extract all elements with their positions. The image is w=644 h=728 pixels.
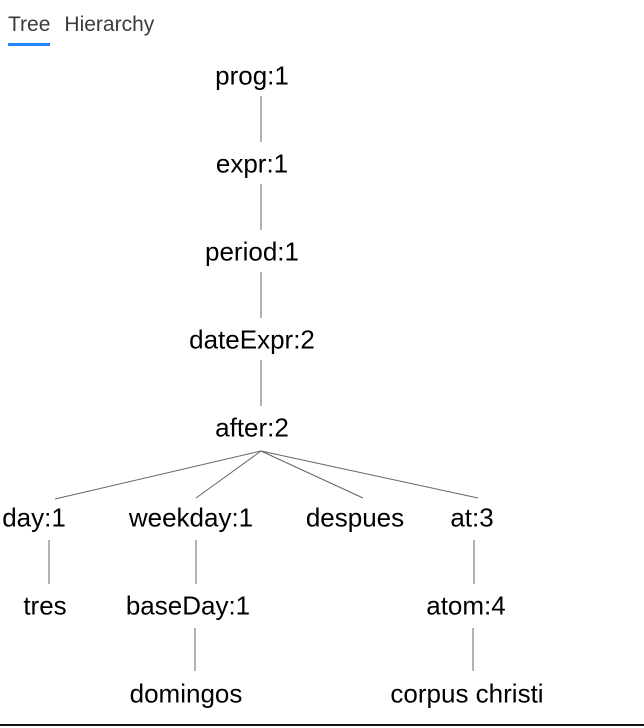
tree-node-at-3[interactable]: at:3 bbox=[450, 502, 494, 533]
tree-edge-after-2-weekday-1 bbox=[195, 450, 262, 499]
bottom-divider bbox=[0, 724, 644, 726]
tree-edge-after-2-despues bbox=[260, 450, 364, 499]
tab-tree[interactable]: Tree bbox=[8, 12, 51, 47]
tree-node-day-1[interactable]: day:1 bbox=[2, 502, 66, 533]
tab-hierarchy[interactable]: Hierarchy bbox=[64, 13, 155, 36]
view-tabbar: Tree Hierarchy bbox=[8, 12, 155, 47]
tree-node-atom-4[interactable]: atom:4 bbox=[426, 590, 506, 621]
tree-node-after-2[interactable]: after:2 bbox=[215, 412, 289, 443]
tree-node-prog-1[interactable]: prog:1 bbox=[215, 60, 289, 91]
tree-node-dateexpr-2[interactable]: dateExpr:2 bbox=[189, 324, 315, 355]
tree-node-baseday-1[interactable]: baseDay:1 bbox=[125, 590, 251, 621]
tree-node-corpus-christi[interactable]: corpus christi bbox=[390, 678, 544, 709]
tree-node-weekday-1[interactable]: weekday:1 bbox=[128, 502, 254, 533]
tree-node-despues[interactable]: despues bbox=[305, 502, 405, 533]
tree-edge-after-2-at-3 bbox=[260, 450, 479, 499]
tree-node-domingos[interactable]: domingos bbox=[129, 678, 243, 709]
tree-node-tres[interactable]: tres bbox=[23, 590, 67, 621]
tree-node-expr-1[interactable]: expr:1 bbox=[215, 148, 289, 179]
tree-node-period-1[interactable]: period:1 bbox=[205, 236, 299, 267]
tree-edge-after-2-day-1 bbox=[54, 450, 262, 500]
